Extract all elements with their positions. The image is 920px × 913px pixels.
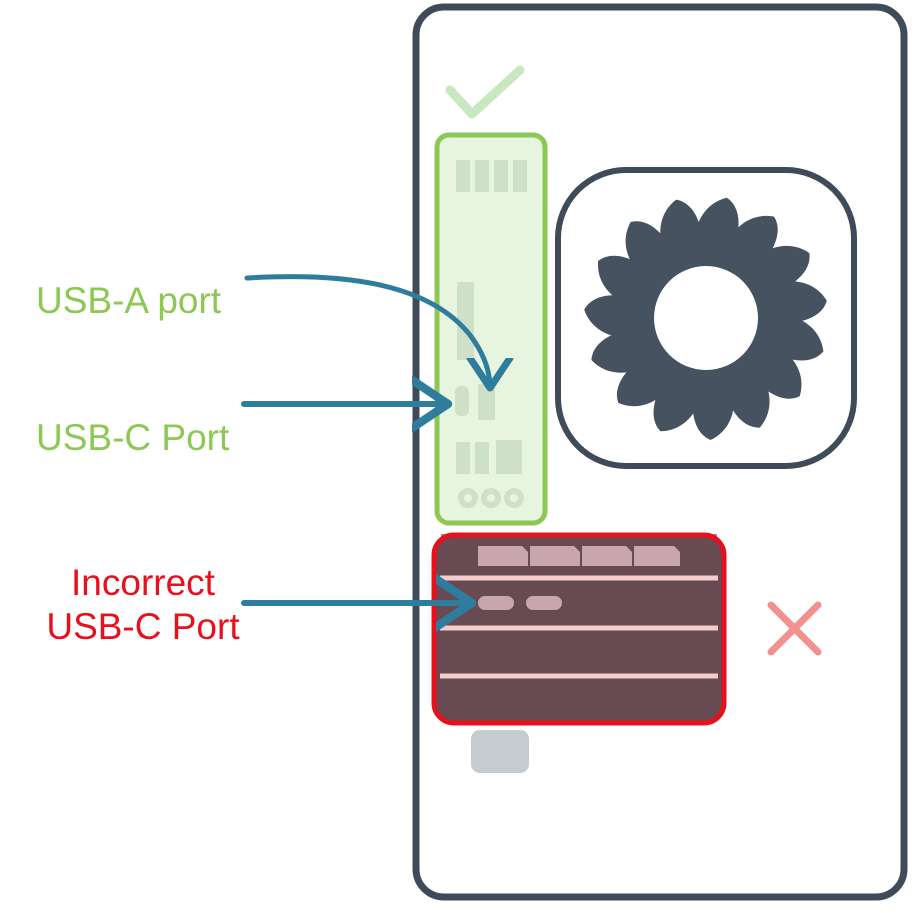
fan-blade [660, 199, 706, 274]
incorrect-usb-c-port [526, 596, 562, 610]
io-connector [475, 160, 489, 192]
io-connector [513, 160, 527, 192]
fan-blade [717, 355, 770, 428]
displayport [530, 546, 580, 566]
io-connector [475, 442, 489, 474]
io-connector [456, 442, 470, 474]
usb-c-port [455, 386, 469, 416]
fan-blade [720, 215, 778, 284]
power-button [471, 730, 529, 773]
fan-blade [625, 221, 685, 289]
checkmark-icon [445, 65, 525, 119]
graphics-card-panel [431, 532, 727, 726]
fan-blade [617, 344, 682, 407]
io-connector [457, 282, 474, 360]
fan-blade [752, 281, 827, 324]
motherboard-io-panel [434, 132, 548, 526]
displayport [634, 546, 680, 566]
cross-icon [767, 601, 822, 656]
incorrect-usb-c-label: Incorrect USB-C Port [30, 561, 256, 649]
fan-blade [598, 255, 668, 309]
displayport [478, 546, 528, 566]
io-connector [494, 160, 508, 192]
io-connector [456, 160, 470, 192]
io-connector [496, 440, 522, 474]
fan-blade [739, 245, 810, 302]
incorrect-label-line1: Incorrect [71, 562, 215, 603]
fan-blade [736, 337, 802, 399]
displayport [582, 546, 632, 566]
usb-c-label: USB-C Port [36, 417, 230, 458]
incorrect-usb-c-port [478, 596, 514, 610]
usb-a-label: USB-A port [36, 280, 222, 321]
usb-a-arrow [244, 274, 490, 388]
motherboard-io-highlight [434, 132, 548, 526]
fan-blade [591, 323, 665, 373]
fan-blade [692, 366, 734, 440]
incorrect-label-line2: USB-C Port [46, 606, 240, 647]
usb-a-port [478, 384, 495, 420]
fan-icon [555, 167, 857, 469]
